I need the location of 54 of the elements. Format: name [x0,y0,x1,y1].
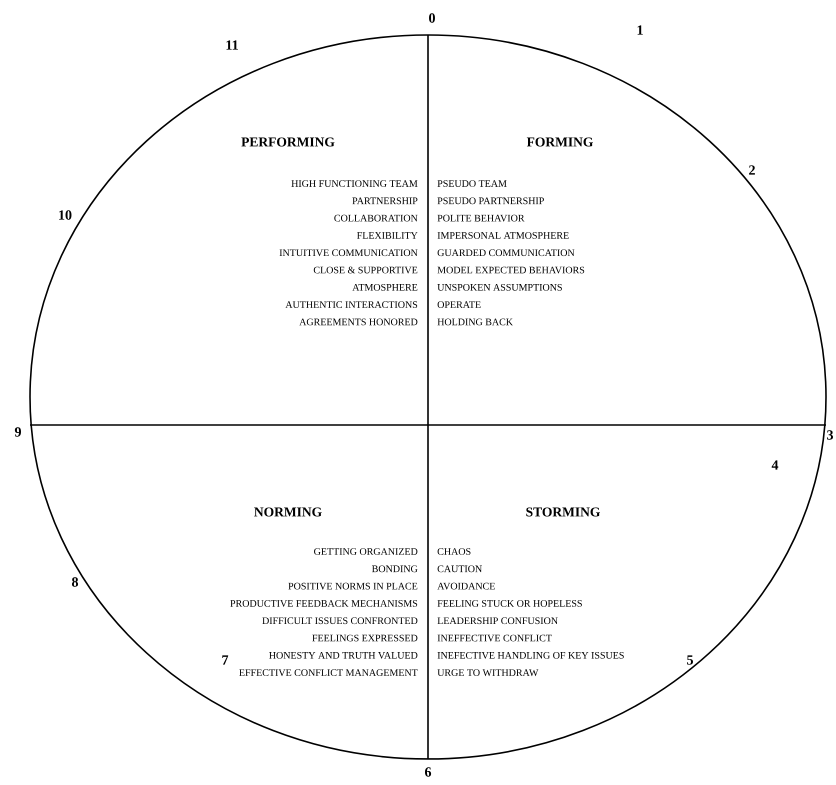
node-label: PSEUDO PARTNERSHIP [437,197,544,204]
node-label: COLLABORATION [334,214,418,222]
clock-number: 6 [425,767,432,777]
node-label: EFFECTIVE CONFLICT MANAGEMENT [239,669,418,676]
item-list: PSEUDO TEAM PSEUDO PARTNERSHIP POLITE BEHAVIOR IMPERSONAL ATMOSPHERE GUARDED COMMUNICATION MODEL EXPECTED BEHAVIORS UNSPOKEN ASSUMPTIONS OPERATE HOLDING BACK [437,180,584,326]
clock-number: 11 [226,40,238,50]
node-label: CHAOS [438,548,470,555]
node-label: PSEUDO TEAM [437,180,507,187]
node-label: CLOSE & SUPPORTIVE [314,266,418,274]
node-label: HIGH FUNCTIONING TEAM [291,180,418,187]
node-label: BONDING [372,565,418,572]
node-label: MODEL EXPECTED BEHAVIORS [437,266,584,274]
quadrant-heading: FORMING [526,137,593,147]
node-label: CAUTION [438,565,482,572]
node-label: GUARDED COMMUNICATION [438,249,574,256]
node-label: INEFECTIVE HANDLING OF KEY ISSUES [438,652,624,659]
node-label: LEADERSHIP CONFUSION [437,617,558,624]
node-label: FEELINGS EXPRESSED [312,634,418,642]
clock-number: 4 [772,460,778,470]
node-label: FEELING STUCK OR HOPELESS [437,600,582,607]
node-label: POSITIVE NORMS IN PLACE [288,582,418,590]
clock-number: 7 [222,655,228,665]
node-label: POLITE BEHAVIOR [437,214,525,222]
quadrant-heading: NORMING [254,507,322,517]
node-label: INEFFECTIVE CONFLICT [438,634,552,642]
item-list: CHAOS CAUTION AVOIDANCE FEELING STUCK OR HOPELESS LEADERSHIP CONFUSION INEFFECTIVE CONFLICT INEFECTIVE HANDLING OF KEY ISSUES URGE TO WITHDRAW [437,548,624,676]
node-label: AGREEMENTS HONORED [299,318,418,326]
node-label: INTUITIVE COMMUNICATION [280,249,418,256]
node-label: UNSPOKEN ASSUMPTIONS [437,284,562,291]
clock-number: 9 [14,427,21,437]
quadrant-heading: PERFORMING [241,137,334,147]
clock-number: 3 [827,430,834,440]
node-label: FLEXIBILITY [356,232,418,239]
node-label: DIFFICULT ISSUES CONFRONTED [262,617,418,624]
node-label: ATMOSPHERE [352,284,418,291]
item-list: HIGH FUNCTIONING TEAM PARTNERSHIP COLLABORATION FLEXIBILITY INTUITIVE COMMUNICATION CLOSE & SUPPORTIVE ATMOSPHERE AUTHENTIC INTERACTIONS AGREEMENTS HONORED [280,180,418,326]
node-label: OPERATE [438,301,481,308]
clock-number: 2 [749,165,755,175]
clock-number: 10 [59,210,72,220]
clock-number: 5 [687,655,693,665]
node-label: PRODUCTIVE FEEDBACK MECHANISMS [230,600,418,607]
node-label: AVOIDANCE [437,582,495,590]
node-label: IMPERSONAL ATMOSPHERE [438,232,569,239]
clock-number: 0 [429,13,435,23]
node-label: HOLDING BACK [437,318,513,326]
node-label: HONESTY AND TRUTH VALUED [269,652,418,659]
node-label: PARTNERSHIP [352,197,418,204]
item-list: GETTING ORGANIZED BONDING POSITIVE NORMS IN PLACE PRODUCTIVE FEEDBACK MECHANISMS DIFFICULT ISSUES CONFRONTED FEELINGS EXPRESSED HONESTY AND TRUTH VALUED EFFECTIVE CONFLICT MANAGEMENT [230,548,418,676]
clock-number: 8 [72,577,78,587]
clock-number: 1 [638,25,643,35]
node-label: GETTING ORGANIZED [314,548,418,555]
node-label: URGE TO WITHDRAW [437,669,538,676]
node-label: AUTHENTIC INTERACTIONS [285,301,418,308]
quadrant-heading: STORMING [526,507,600,517]
